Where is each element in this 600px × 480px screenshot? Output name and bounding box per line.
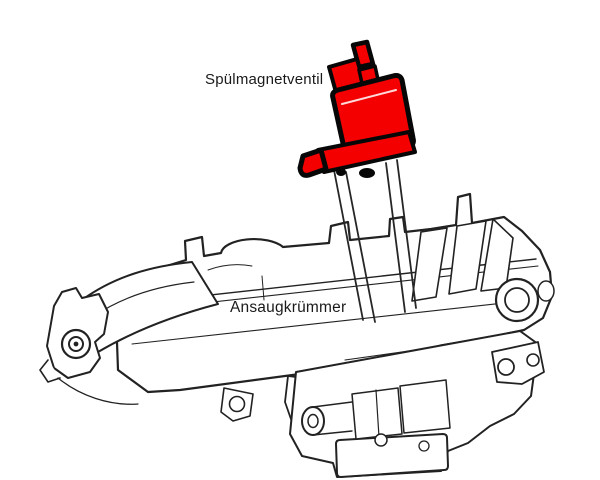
hose-left-edge-1 [333, 169, 364, 321]
valve-outlet-nipple [359, 168, 375, 178]
throttle-body-assembly [289, 330, 539, 478]
left-flange [39, 287, 139, 405]
right-bracket [491, 341, 545, 385]
intake-manifold-drawing [39, 192, 555, 478]
hose-right-edge-2 [396, 159, 417, 309]
label-purge-solenoid-valve: Spülmagnetventil [205, 71, 323, 88]
side-port-inner [307, 413, 319, 429]
valve-flange-wing [297, 147, 329, 178]
flange-boss-center [73, 341, 79, 347]
runner-blocks [344, 218, 514, 373]
hose-left-edge-2 [345, 171, 376, 323]
base-plate [335, 433, 449, 478]
throttle-flange [494, 277, 555, 323]
purge-solenoid-valve [297, 39, 417, 178]
valve-highlight-line [341, 89, 397, 105]
label-intake-manifold: Ansaugkrümmer [230, 299, 346, 316]
valve-outlet-nipple-2 [336, 168, 346, 176]
hose-right-edge-1 [385, 162, 406, 313]
vacuum-hoses [333, 159, 417, 323]
